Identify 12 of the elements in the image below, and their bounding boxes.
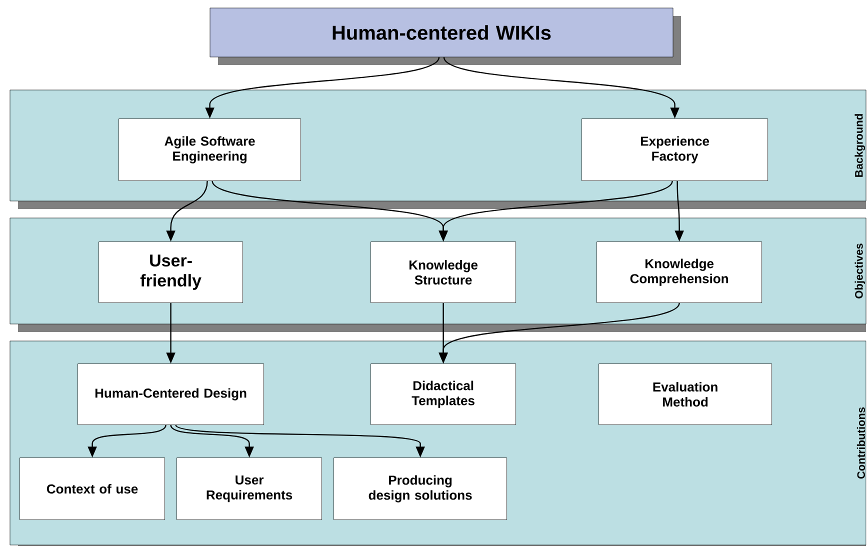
title-box: Human-centered WIKIs — [210, 8, 681, 65]
process-box: Human-Centered Design — [78, 364, 264, 425]
process-box: Knowledge Structure — [370, 242, 516, 303]
process-box: Didactical Templates — [370, 364, 516, 425]
process-box: Experience Factory — [582, 118, 768, 181]
process-box: Producing design solutions — [334, 458, 507, 520]
process-box: User-friendly — [98, 242, 243, 303]
process-box: Evaluation Method — [598, 364, 772, 425]
process-box: Knowledge Comprehension — [596, 242, 762, 303]
process-box: User Requirements — [176, 458, 322, 520]
process-box: Agile Software Engineering — [118, 118, 301, 181]
process-box: Context of use — [20, 458, 165, 520]
